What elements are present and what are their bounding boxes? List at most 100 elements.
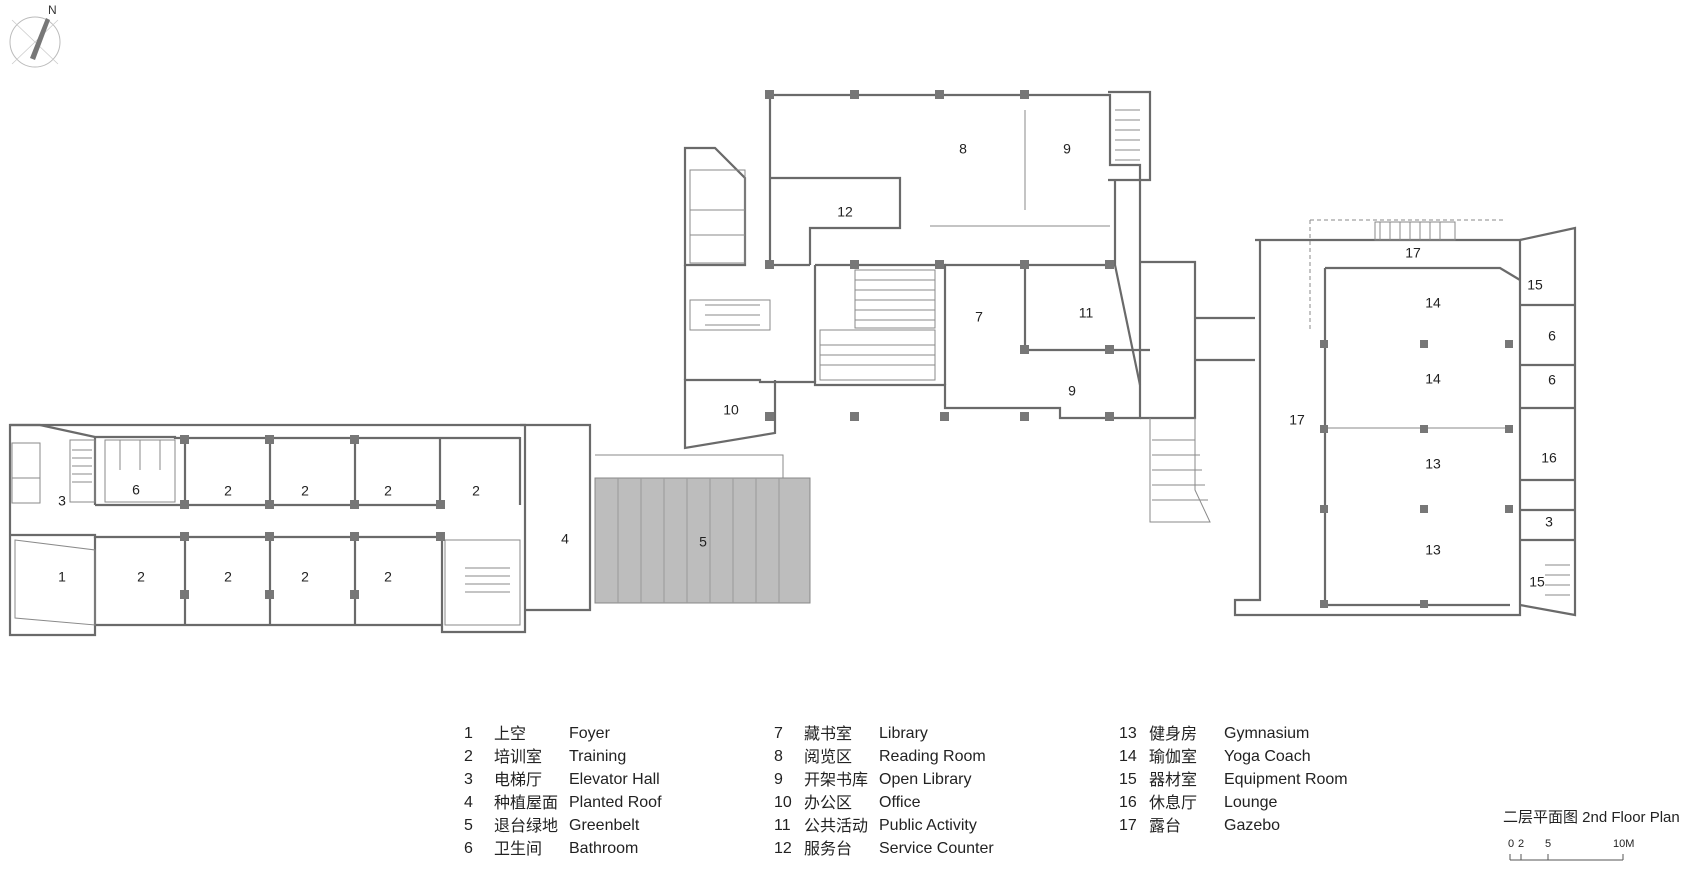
north-label: N xyxy=(48,3,57,17)
room-label-16: 16 xyxy=(1541,450,1557,466)
room-label-17b: 17 xyxy=(1289,412,1305,428)
legend-en: Service Counter xyxy=(879,840,994,857)
room-label-7: 7 xyxy=(975,309,983,325)
room-label-17a: 17 xyxy=(1405,245,1421,261)
legend-num: 6 xyxy=(464,840,473,857)
room-label-4: 4 xyxy=(561,531,569,547)
drawing-title: 二层平面图 2nd Floor Plan xyxy=(1503,809,1680,826)
room-label-8: 8 xyxy=(959,141,967,157)
legend-num: 13 xyxy=(1119,725,1137,742)
legend-num: 16 xyxy=(1119,794,1137,811)
legend-en: Elevator Hall xyxy=(569,771,660,788)
legend-zh: 上空 xyxy=(494,724,527,743)
room-label-13b: 13 xyxy=(1425,542,1441,558)
legend-zh: 露台 xyxy=(1149,816,1182,835)
legend-item: 13 健身房 Gymnasium xyxy=(1119,722,1348,745)
left-wing xyxy=(8,423,592,637)
legend-en: Gazebo xyxy=(1224,817,1281,834)
legend-en: Planted Roof xyxy=(569,794,662,811)
legend-num: 15 xyxy=(1119,771,1137,788)
legend-num: 1 xyxy=(464,725,473,742)
north-arrow-icon: N xyxy=(9,3,61,68)
scale-label-10: 10M xyxy=(1613,838,1635,850)
legend-num: 4 xyxy=(464,794,473,811)
scale-label-2: 2 xyxy=(1518,838,1525,850)
room-label-1: 1 xyxy=(58,569,66,585)
scale-label-5: 5 xyxy=(1545,838,1552,850)
room-label-2d: 2 xyxy=(472,483,480,499)
legend-item: 11 公共活动 Public Activity xyxy=(774,814,994,837)
greenbelt-area xyxy=(594,454,811,604)
legend-zh: 培训室 xyxy=(494,747,543,766)
scale-bar: 0 2 5 10M xyxy=(1508,838,1700,868)
scale-label-0: 0 xyxy=(1508,838,1515,850)
legend-en: Reading Room xyxy=(879,748,986,765)
room-label-5: 5 xyxy=(699,534,707,550)
legend-en: Gymnasium xyxy=(1224,725,1310,742)
room-label-2g: 2 xyxy=(301,569,309,585)
room-label-14b: 14 xyxy=(1425,371,1441,387)
room-label-2c: 2 xyxy=(384,483,392,499)
room-label-15b: 15 xyxy=(1529,574,1545,590)
legend-en: Lounge xyxy=(1224,794,1278,811)
legend-num: 11 xyxy=(774,817,791,834)
legend-zh: 开架书库 xyxy=(804,770,869,789)
right-wing xyxy=(1233,219,1577,617)
legend-num: 2 xyxy=(464,748,473,765)
legend-zh: 公共活动 xyxy=(804,816,869,835)
room-label-12: 12 xyxy=(837,204,853,220)
legend-zh: 阅览区 xyxy=(804,747,853,766)
legend-item: 12 服务台 Service Counter xyxy=(774,837,994,860)
room-label-2f: 2 xyxy=(224,569,232,585)
legend-item: 16 休息厅 Lounge xyxy=(1119,791,1348,814)
room-label-9a: 9 xyxy=(1063,141,1071,157)
room-label-3b: 3 xyxy=(1545,514,1553,530)
room-label-2e: 2 xyxy=(137,569,145,585)
legend-en: Greenbelt xyxy=(569,817,640,834)
center-wing xyxy=(683,90,1255,523)
legend-en: Bathroom xyxy=(569,840,639,857)
legend-zh: 藏书室 xyxy=(804,724,853,743)
legend-num: 17 xyxy=(1119,817,1137,834)
room-label-2a: 2 xyxy=(224,483,232,499)
legend-en: Training xyxy=(569,748,627,765)
legend-zh: 电梯厅 xyxy=(494,770,543,789)
legend-num: 10 xyxy=(774,794,792,811)
room-label-6b: 6 xyxy=(1548,328,1556,344)
legend-zh: 瑜伽室 xyxy=(1149,747,1198,766)
legend-zh: 器材室 xyxy=(1149,770,1198,789)
legend-zh: 健身房 xyxy=(1149,724,1198,743)
legend-en: Equipment Room xyxy=(1224,771,1348,788)
legend-item: 15 器材室 Equipment Room xyxy=(1119,768,1348,791)
room-label-2h: 2 xyxy=(384,569,392,585)
legend-item: 7 藏书室 Library xyxy=(774,722,994,745)
legend-en: Library xyxy=(879,725,928,742)
room-labels: 1 2 2 2 2 2 2 2 2 3 4 5 6 7 8 9 9 10 11 … xyxy=(58,141,1557,590)
legend-num: 8 xyxy=(774,748,783,765)
room-label-9b: 9 xyxy=(1068,383,1076,399)
legend-en: Public Activity xyxy=(879,817,977,834)
legend-zh: 退台绿地 xyxy=(494,816,559,835)
legend-num: 7 xyxy=(774,725,783,742)
legend-num: 14 xyxy=(1119,748,1137,765)
legend-item: 2 培训室 Training xyxy=(464,745,662,768)
room-label-2b: 2 xyxy=(301,483,309,499)
legend-en: Open Library xyxy=(879,771,972,788)
legend-en: Yoga Coach xyxy=(1224,748,1311,765)
legend-zh: 休息厅 xyxy=(1149,793,1198,812)
legend-num: 12 xyxy=(774,840,792,857)
legend-zh: 服务台 xyxy=(804,839,853,858)
room-label-3a: 3 xyxy=(58,493,66,509)
room-label-11: 11 xyxy=(1079,305,1094,321)
legend-num: 3 xyxy=(464,771,473,788)
room-label-6a: 6 xyxy=(132,482,140,498)
